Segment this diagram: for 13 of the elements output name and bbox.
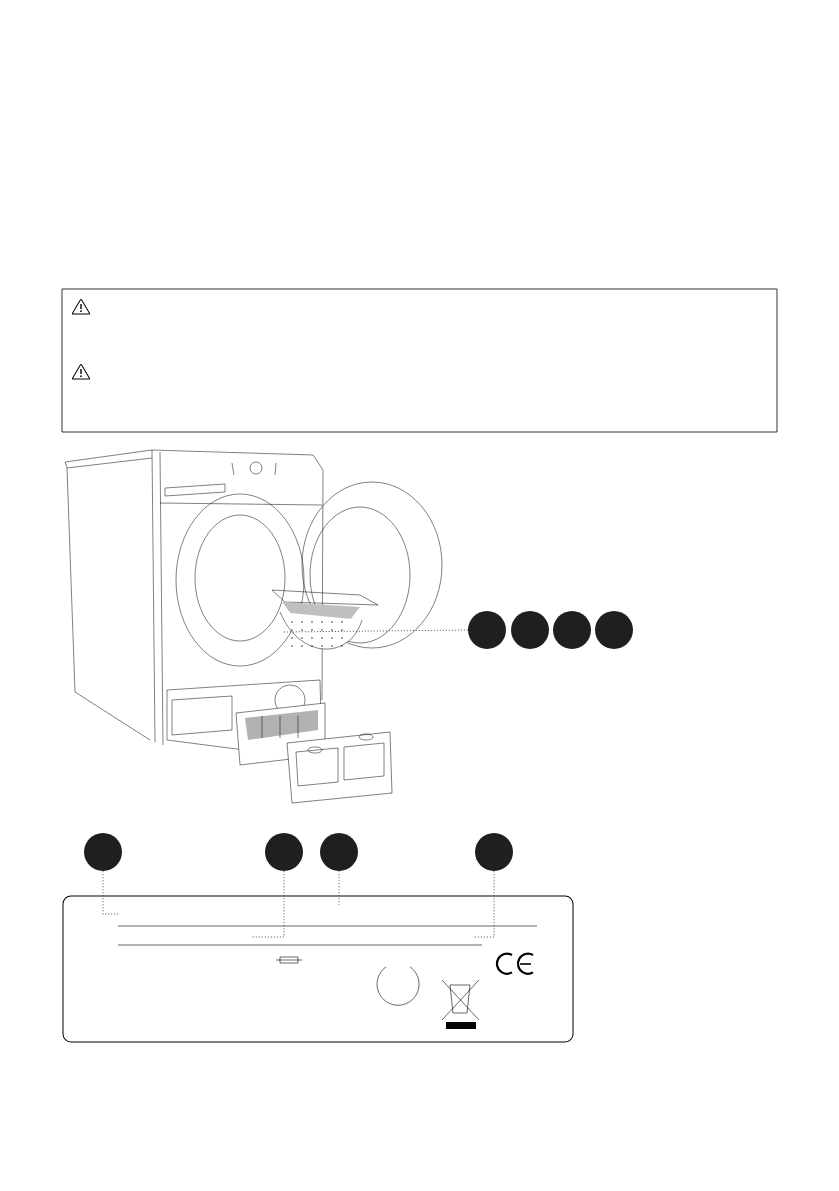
callout-circle: [84, 833, 122, 871]
leader-line: [473, 870, 495, 938]
callout-circle: [265, 833, 303, 871]
callout-circle: [320, 833, 358, 871]
callout-circle: [468, 611, 506, 649]
callout-circle: [511, 611, 549, 649]
leader-line: [102, 870, 121, 915]
leader-line: [251, 870, 285, 938]
callout-circle: [553, 611, 591, 649]
callout-circle: [475, 833, 513, 871]
leader-line: [338, 870, 340, 906]
leader-line: [281, 629, 469, 633]
callout-circle: [595, 611, 633, 649]
